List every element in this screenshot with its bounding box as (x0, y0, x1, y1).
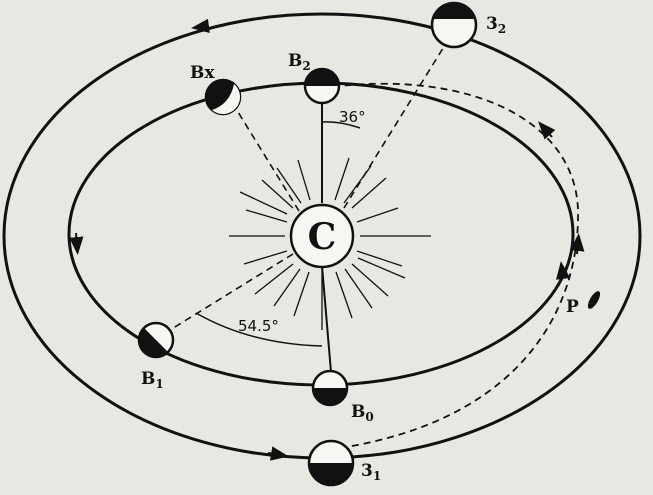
comet-body (587, 291, 601, 309)
planet-bx (204, 78, 242, 116)
angle-arc-36 (321, 121, 361, 129)
label-bx: Bx (190, 63, 215, 83)
label-b0: B0 (351, 402, 374, 424)
angle-arc-54 (195, 312, 323, 347)
line-sun-bx (237, 111, 300, 212)
planet-e2 (430, 1, 478, 49)
comet-trajectory (329, 82, 579, 449)
outer-orbit-arrow-top (191, 18, 210, 34)
label-b1: B1 (141, 369, 164, 391)
angle-label-54: 54.5° (238, 317, 279, 335)
outer-orbit-arrow-bottom (267, 446, 289, 461)
planet-b2 (303, 67, 341, 105)
planet-b0 (311, 369, 349, 407)
planet-b1 (137, 321, 175, 359)
sun-label: C (308, 216, 337, 258)
sun-rays (229, 142, 431, 330)
label-e1: 31 (361, 461, 381, 483)
label-b2: B2 (288, 51, 311, 73)
angle-label-36: 36° (339, 108, 366, 126)
sun (289, 203, 355, 269)
line-sun-b1 (169, 253, 294, 331)
line-sun-b0 (321, 265, 332, 373)
planet-e1 (307, 439, 355, 487)
comet-trajectory-arrow-lower (570, 233, 585, 255)
inner-orbit-arrow-right (555, 261, 571, 280)
label-e2: 32 (486, 14, 506, 36)
line-sun-e2 (343, 44, 446, 209)
inner-orbit-arrow-left (69, 232, 84, 255)
label-comet: P (566, 297, 579, 317)
comet-trajectory-arrow-upper (538, 121, 556, 140)
